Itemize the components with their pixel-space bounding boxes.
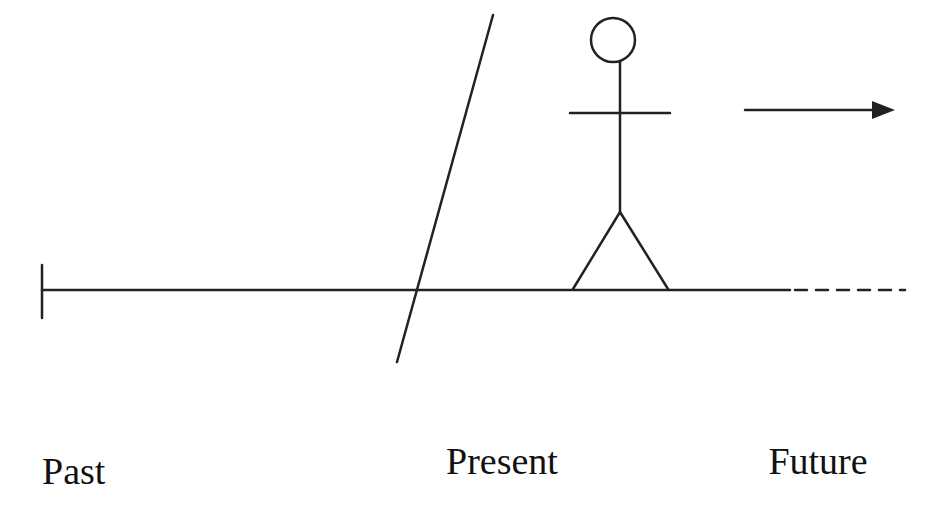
figure-head: [591, 18, 635, 62]
direction-arrow: [745, 109, 878, 112]
timeline-label: Past: [42, 452, 105, 490]
figure-legs: [573, 212, 668, 289]
arrow-head: [872, 101, 895, 119]
timeline-label: Future: [768, 442, 867, 480]
present-marker: [397, 15, 493, 362]
figure-arms: [570, 112, 670, 115]
figure-body: [619, 62, 622, 212]
future-dashes: [795, 289, 905, 292]
timeline-label: Present: [446, 442, 558, 480]
start-tick: [41, 265, 44, 318]
